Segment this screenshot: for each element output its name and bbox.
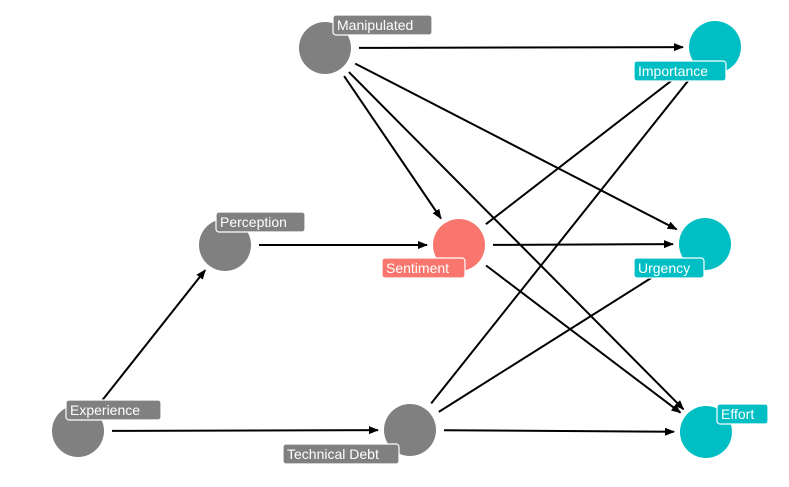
edge-manipulated-to-effort bbox=[348, 71, 685, 411]
node-label-box bbox=[65, 399, 162, 421]
node-label-urgency: Urgency bbox=[633, 257, 705, 279]
node-label-text: Perception bbox=[220, 214, 287, 230]
node-label-perception: Perception bbox=[215, 211, 306, 233]
node-importance bbox=[689, 21, 741, 73]
node-label-importance: Importance bbox=[633, 60, 727, 82]
edge-manipulated-to-sentiment bbox=[343, 75, 442, 220]
nodes-layer bbox=[52, 21, 741, 458]
node-label-technical-debt: Technical Debt bbox=[282, 443, 400, 465]
node-label-text: Technical Debt bbox=[287, 446, 379, 462]
node-label-box bbox=[381, 257, 466, 279]
edge-manipulated-to-importance bbox=[358, 43, 684, 52]
edge-experience-to-technical-debt bbox=[111, 426, 379, 435]
node-technical-debt bbox=[384, 404, 436, 456]
node-label-text: Sentiment bbox=[386, 260, 449, 276]
edge-technical-debt-to-importance bbox=[430, 71, 696, 405]
node-label-sentiment: Sentiment bbox=[381, 257, 466, 279]
node-label-experience: Experience bbox=[65, 399, 162, 421]
node-label-text: Importance bbox=[638, 63, 708, 79]
node-label-text: Urgency bbox=[638, 260, 690, 276]
node-label-box bbox=[282, 443, 400, 465]
edge-technical-debt-to-urgency bbox=[438, 260, 679, 413]
edge-sentiment-to-urgency bbox=[492, 240, 674, 249]
edge-manipulated-to-urgency bbox=[354, 62, 678, 231]
node-label-box bbox=[716, 403, 769, 425]
node-label-manipulated: Manipulated bbox=[332, 14, 433, 36]
node-label-box bbox=[633, 257, 705, 279]
node-label-box bbox=[332, 14, 433, 36]
labels-layer: ManipulatedImportancePerceptionSentiment… bbox=[65, 14, 769, 465]
edges-layer bbox=[98, 43, 696, 436]
edge-experience-to-perception bbox=[98, 269, 206, 405]
node-label-text: Experience bbox=[70, 402, 140, 418]
node-label-text: Effort bbox=[721, 406, 754, 422]
node-label-effort: Effort bbox=[716, 403, 769, 425]
node-urgency bbox=[679, 218, 731, 270]
node-label-box bbox=[633, 60, 727, 82]
edge-sentiment-to-effort bbox=[485, 264, 682, 414]
node-label-box bbox=[215, 211, 306, 233]
edge-technical-debt-to-effort bbox=[443, 427, 675, 436]
edge-sentiment-to-importance bbox=[485, 65, 691, 225]
node-label-text: Manipulated bbox=[337, 17, 413, 33]
